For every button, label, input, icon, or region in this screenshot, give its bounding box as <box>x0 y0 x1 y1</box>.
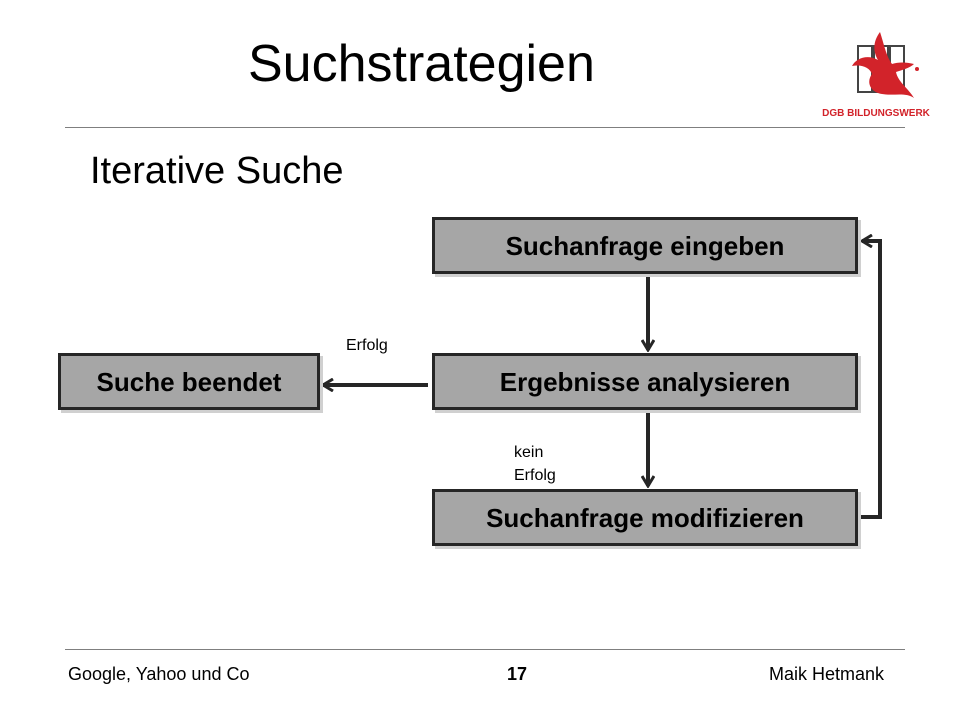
footer-author: Maik Hetmank <box>768 664 884 684</box>
title-divider <box>65 127 905 128</box>
arrow-modify-to-query <box>860 241 882 519</box>
footer-topic: Google, Yahoo und Co <box>68 664 250 684</box>
step-done-box: Suche beendet <box>58 353 320 410</box>
step-query-box: Suchanfrage eingeben <box>432 217 858 274</box>
edge-label-success: Erfolg <box>346 337 388 354</box>
step-modify-box: Suchanfrage modifizieren <box>432 489 858 546</box>
footer-divider <box>65 649 905 650</box>
dgb-bildungswerk-logo: DGB BILDUNGSWERK <box>822 22 932 122</box>
logo-text: DGB BILDUNGSWERK <box>822 108 931 119</box>
slide-title: Suchstrategien <box>248 35 595 93</box>
page-number: 17 <box>507 664 528 684</box>
dgb-bird-logo-icon: DGB BILDUNGSWERK <box>822 32 931 119</box>
step-analyze-box: Ergebnisse analysieren <box>432 353 858 410</box>
section-subtitle: Iterative Suche <box>90 150 344 192</box>
edge-label-fail: kein Erfolg <box>514 444 556 484</box>
